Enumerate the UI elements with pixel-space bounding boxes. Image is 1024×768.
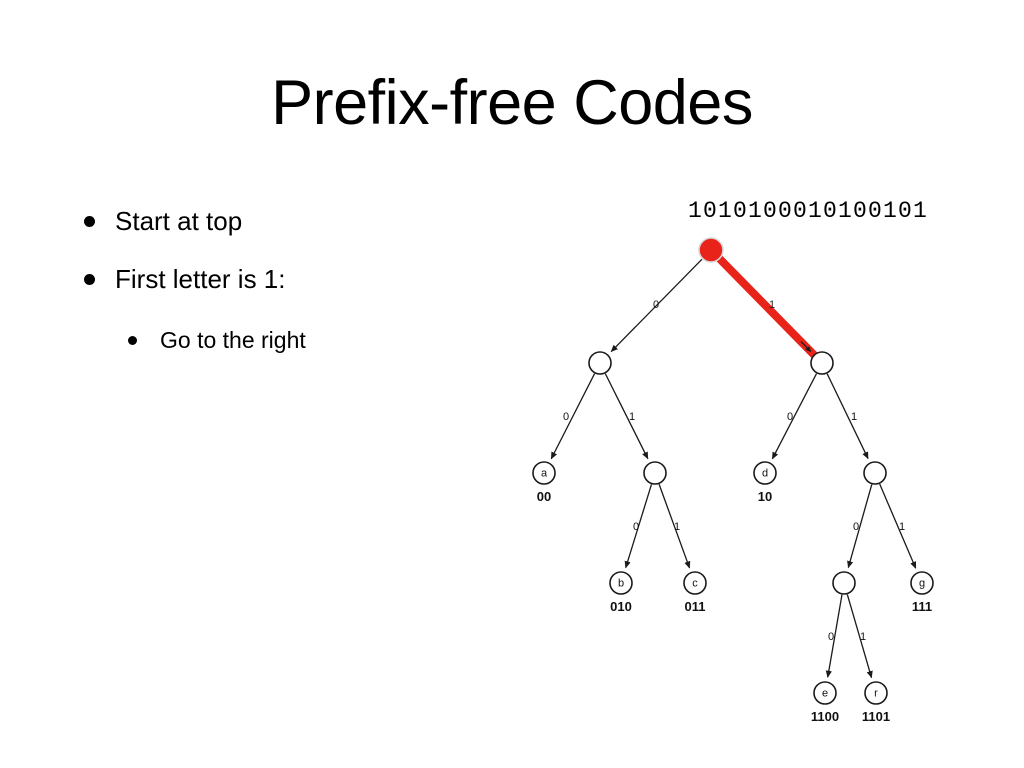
node-letter: d [762,467,768,479]
tree-node-root [698,237,724,263]
node-letter: e [822,687,828,699]
tree-highlight-path [708,247,820,361]
node-circle [532,461,556,485]
node-letter: a [541,467,548,479]
tree-node-n0 [588,351,612,375]
tree-leaf-d: d 10 [753,461,777,504]
bullet-label: First letter is 1: [115,264,286,294]
edge-label: 1 [860,631,866,643]
bullet-dot-icon [84,216,95,227]
edge-label: 1 [674,521,680,533]
edge-label: 1 [899,521,905,533]
node-code-label: 10 [758,489,772,504]
node-code-label: 010 [610,599,632,614]
bullet-item-go-to-the-right: Go to the right [70,325,490,355]
edge-label: 1 [769,299,775,311]
bullet-item-first-letter-is-1: First letter is 1: [70,263,490,295]
tree-node-n11 [863,461,887,485]
tree-leaf-r: r 1101 [862,681,890,724]
edge-label: 0 [828,631,834,643]
tree-leaf-a: a 00 [532,461,556,504]
edge-label: 1 [629,411,635,423]
edge-label: 0 [563,411,569,423]
tree-edge [610,258,703,353]
tree-edge [658,484,691,569]
tree-leaf-b: b 010 [609,571,633,614]
binary-code-string: 1010100010100101 [688,198,929,224]
node-letter: c [692,577,698,589]
tree-edge [847,484,873,569]
tree-edge [604,373,649,460]
highlighted-edge [708,247,820,361]
node-circle [609,571,633,595]
edge-label: 0 [633,521,639,533]
node-highlight-fill [701,240,721,260]
edge-label: 0 [853,521,859,533]
edge-label: 1 [851,411,857,423]
node-circle [753,461,777,485]
node-code-label: 111 [912,599,932,614]
node-code-label: 011 [685,599,706,614]
node-code-label: 1100 [811,709,839,724]
node-letter: r [874,687,878,699]
node-circle [832,571,856,595]
tree-node-n01 [643,461,667,485]
node-circle [910,571,934,595]
bullet-dot-icon [84,274,95,285]
page-title: Prefix-free Codes [271,68,753,138]
edge-label: 0 [653,299,659,311]
tree-edge [879,483,917,569]
node-letter: b [618,577,624,589]
bullet-label: Go to the right [160,327,306,353]
node-circle [813,681,837,705]
tree-edge [825,594,843,678]
bullet-label: Start at top [115,206,243,236]
tree-node-n1 [810,351,834,375]
node-circle [864,681,888,705]
edge-label: 0 [787,411,793,423]
tree-edge [550,373,596,460]
tree-leaf-g: g 111 [910,571,934,614]
node-circle [863,461,887,485]
tree-edge [771,373,818,460]
node-circle [683,571,707,595]
bullet-dot-icon [128,336,137,345]
node-code-label: 1101 [862,709,890,724]
node-circle [588,351,612,375]
node-letter: g [919,577,925,589]
tree-leaf-c: c 011 [683,571,707,614]
tree-edge [846,594,873,679]
node-circle [810,351,834,375]
bullet-list: Start at top First letter is 1: Go to th… [70,205,490,381]
tree-edge-group [550,258,917,679]
node-circle [643,461,667,485]
highlighted-edge-arrow [800,341,812,353]
tree-edge [624,484,653,569]
node-code-label: 00 [537,489,551,504]
tree-edge [826,373,869,460]
tree-leaf-e: e 1100 [811,681,839,724]
bullet-item-start-at-top: Start at top [70,205,490,237]
tree-node-n110 [832,571,856,595]
